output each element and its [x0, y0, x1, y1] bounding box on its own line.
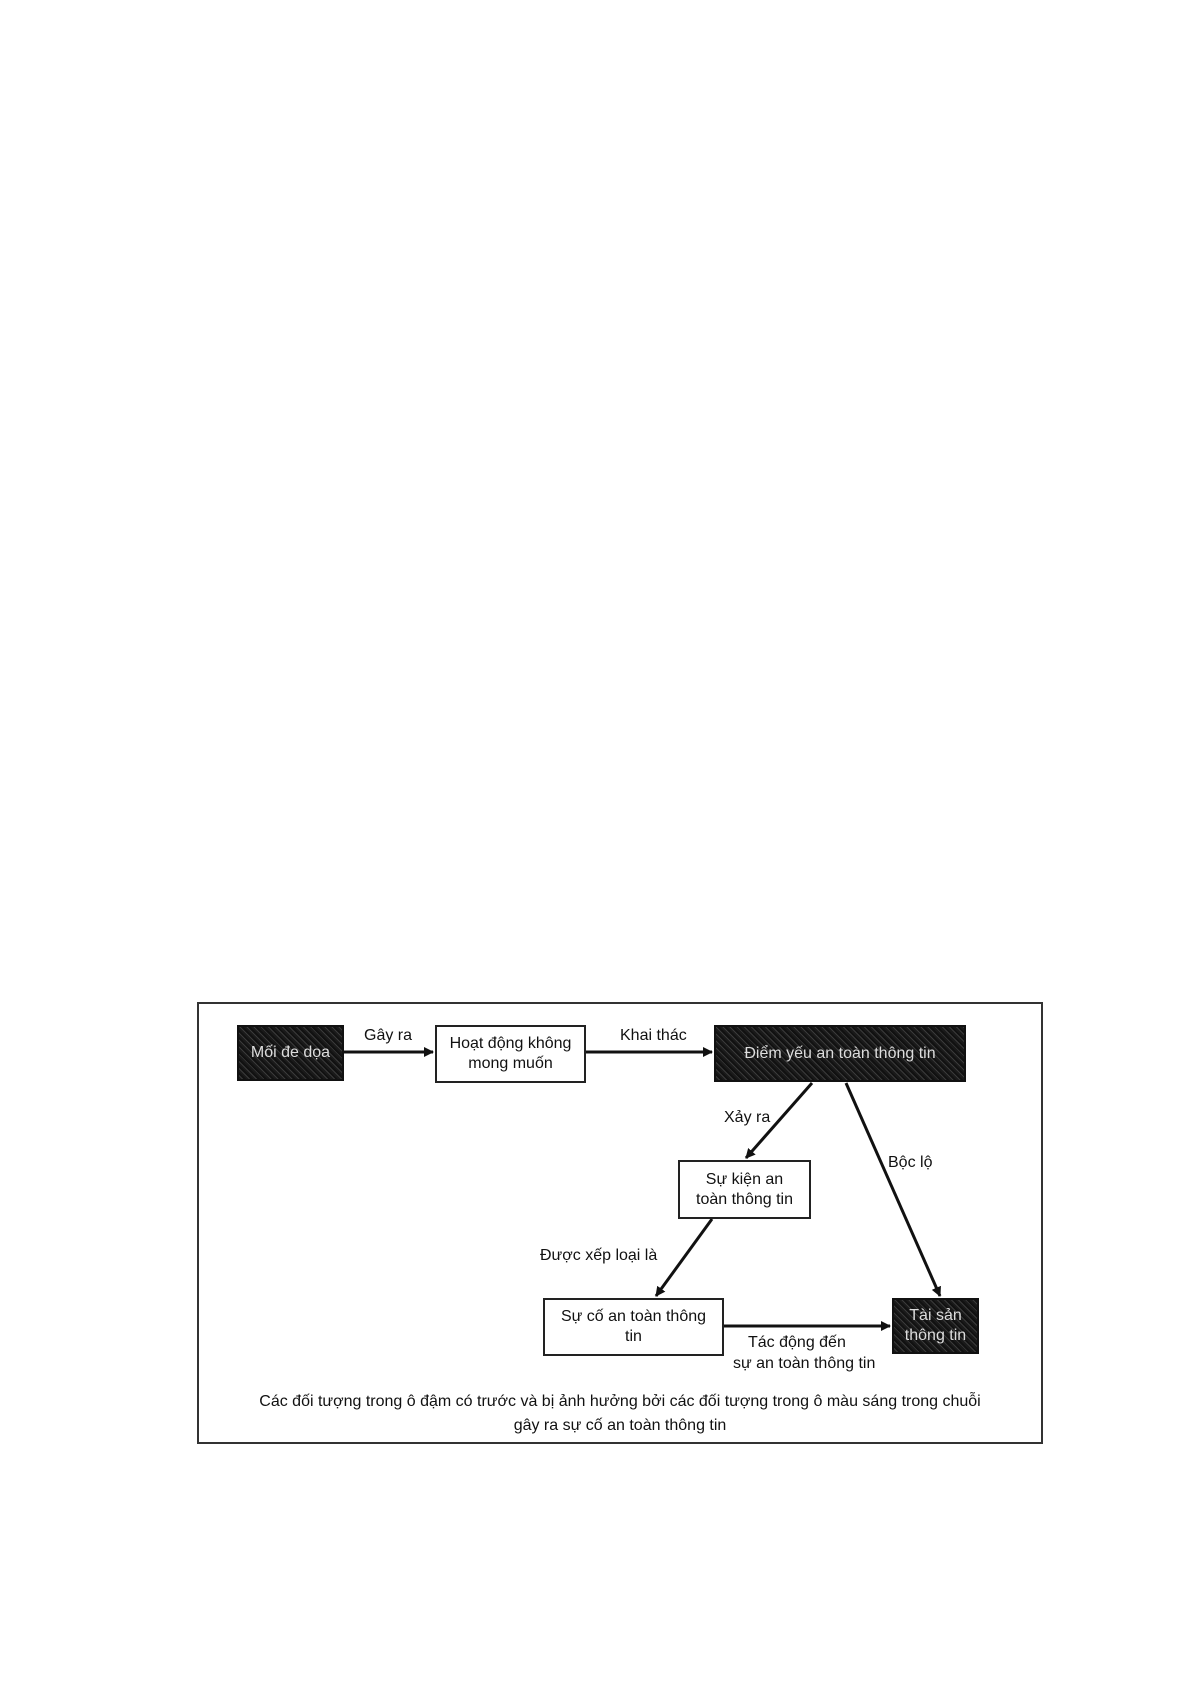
label-impacts-1: Tác động đến — [748, 1334, 846, 1351]
node-vulnerability: Điểm yếu an toàn thông tin — [714, 1025, 966, 1082]
label-impacts-2: sự an toàn thông tin — [733, 1355, 876, 1372]
arrow-occurs — [744, 1082, 814, 1159]
node-security-incident: Sự cố an toàn thông tin — [543, 1298, 724, 1356]
arrow-exposes — [844, 1082, 942, 1297]
caption-line-1: Các đối tượng trong ô đậm có trước và bị… — [259, 1393, 981, 1410]
diagram-frame — [197, 1002, 1043, 1444]
node-security-event: Sự kiện an toàn thông tin — [678, 1160, 811, 1219]
node-asset: Tài sản thông tin — [892, 1298, 979, 1354]
label-occurs: Xảy ra — [724, 1109, 771, 1126]
label-classified-as: Được xếp loại là — [540, 1247, 658, 1264]
caption-line-2: gây ra sự cố an toàn thông tin — [513, 1417, 727, 1434]
arrow-classified — [654, 1218, 714, 1297]
label-exposes: Bộc lộ — [888, 1154, 933, 1171]
label-causes: Gây ra — [364, 1027, 413, 1044]
node-unwanted-activity: Hoạt động không mong muốn — [435, 1025, 586, 1083]
label-exploits: Khai thác — [620, 1027, 687, 1044]
node-threat: Mối đe dọa — [237, 1025, 344, 1081]
diagram-caption: Các đối tượng trong ô đậm có trước và bị… — [200, 1390, 1040, 1438]
